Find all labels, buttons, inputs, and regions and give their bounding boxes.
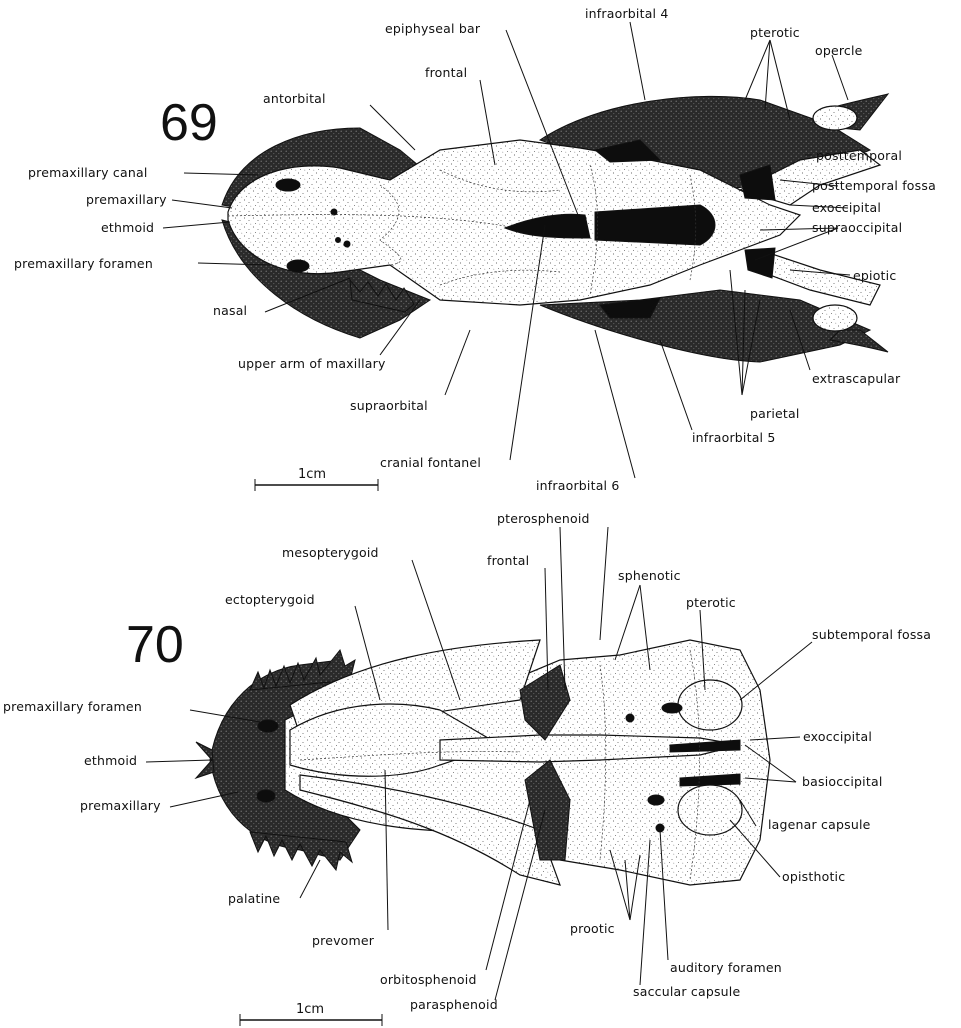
- label-pterosphenoid: pterosphenoid: [497, 511, 590, 526]
- figure-number-70: 70: [126, 616, 184, 674]
- label-prootic: prootic: [570, 921, 615, 936]
- label-extrascapular: extrascapular: [812, 371, 901, 386]
- label-upper-arm-of-maxillary: upper arm of maxillary: [238, 356, 386, 371]
- skull-dorsal-drawing: [222, 94, 888, 362]
- label-palatine: palatine: [228, 891, 280, 906]
- scale-bar-69: 1cm: [255, 467, 378, 491]
- figure-70: 70: [3, 511, 931, 1026]
- scale-label-69: 1cm: [298, 467, 326, 482]
- figure-number-69: 69: [160, 94, 218, 152]
- label-ectopterygoid: ectopterygoid: [225, 592, 315, 607]
- label-premaxillary-foramen: premaxillary foramen: [14, 256, 153, 271]
- label-premaxillary-70: premaxillary: [80, 798, 161, 813]
- scale-bar-70: 1cm: [240, 1002, 382, 1026]
- label-posttemporal-fossa: posttemporal fossa: [812, 178, 936, 193]
- label-premaxillary-canal: premaxillary canal: [28, 165, 148, 180]
- label-posttemporal: posttemporal: [816, 148, 902, 163]
- label-antorbital: antorbital: [263, 91, 326, 106]
- label-ethmoid-70: ethmoid: [84, 753, 137, 768]
- label-epiphyseal-bar: epiphyseal bar: [385, 21, 481, 36]
- label-opercle: opercle: [815, 43, 863, 58]
- label-opisthotic: opisthotic: [782, 869, 845, 884]
- label-lagenar-capsule: lagenar capsule: [768, 817, 871, 832]
- label-frontal-70: frontal: [487, 553, 529, 568]
- skull-ventral-drawing: [196, 640, 770, 885]
- label-frontal: frontal: [425, 65, 467, 80]
- label-exoccipital: exoccipital: [812, 200, 881, 215]
- label-infraorbital-6: infraorbital 6: [536, 478, 620, 493]
- label-supraorbital: supraorbital: [350, 398, 428, 413]
- label-exoccipital-70: exoccipital: [803, 729, 872, 744]
- label-basioccipital: basioccipital: [802, 774, 883, 789]
- label-infraorbital-4: infraorbital 4: [585, 6, 669, 21]
- label-mesopterygoid: mesopterygoid: [282, 545, 379, 560]
- label-supraoccipital: supraoccipital: [812, 220, 902, 235]
- label-auditory-foramen: auditory foramen: [670, 960, 782, 975]
- label-pterotic-70: pterotic: [686, 595, 736, 610]
- label-subtemporal-fossa: subtemporal fossa: [812, 627, 931, 642]
- label-epiotic: epiotic: [853, 268, 896, 283]
- label-ethmoid: ethmoid: [101, 220, 154, 235]
- label-cranial-fontanel: cranial fontanel: [380, 455, 481, 470]
- label-premaxillary: premaxillary: [86, 192, 167, 207]
- label-premaxillary-foramen-70: premaxillary foramen: [3, 699, 142, 714]
- scale-label-70: 1cm: [296, 1002, 324, 1017]
- label-prevomer: prevomer: [312, 933, 375, 948]
- label-orbitosphenoid: orbitosphenoid: [380, 972, 477, 987]
- label-parasphenoid: parasphenoid: [410, 997, 498, 1012]
- label-infraorbital-5: infraorbital 5: [692, 430, 776, 445]
- label-saccular-capsule: saccular capsule: [633, 984, 740, 999]
- figure-69: 69: [14, 6, 936, 493]
- label-sphenotic: sphenotic: [618, 568, 681, 583]
- label-nasal: nasal: [213, 303, 247, 318]
- label-parietal: parietal: [750, 406, 800, 421]
- label-pterotic: pterotic: [750, 25, 800, 40]
